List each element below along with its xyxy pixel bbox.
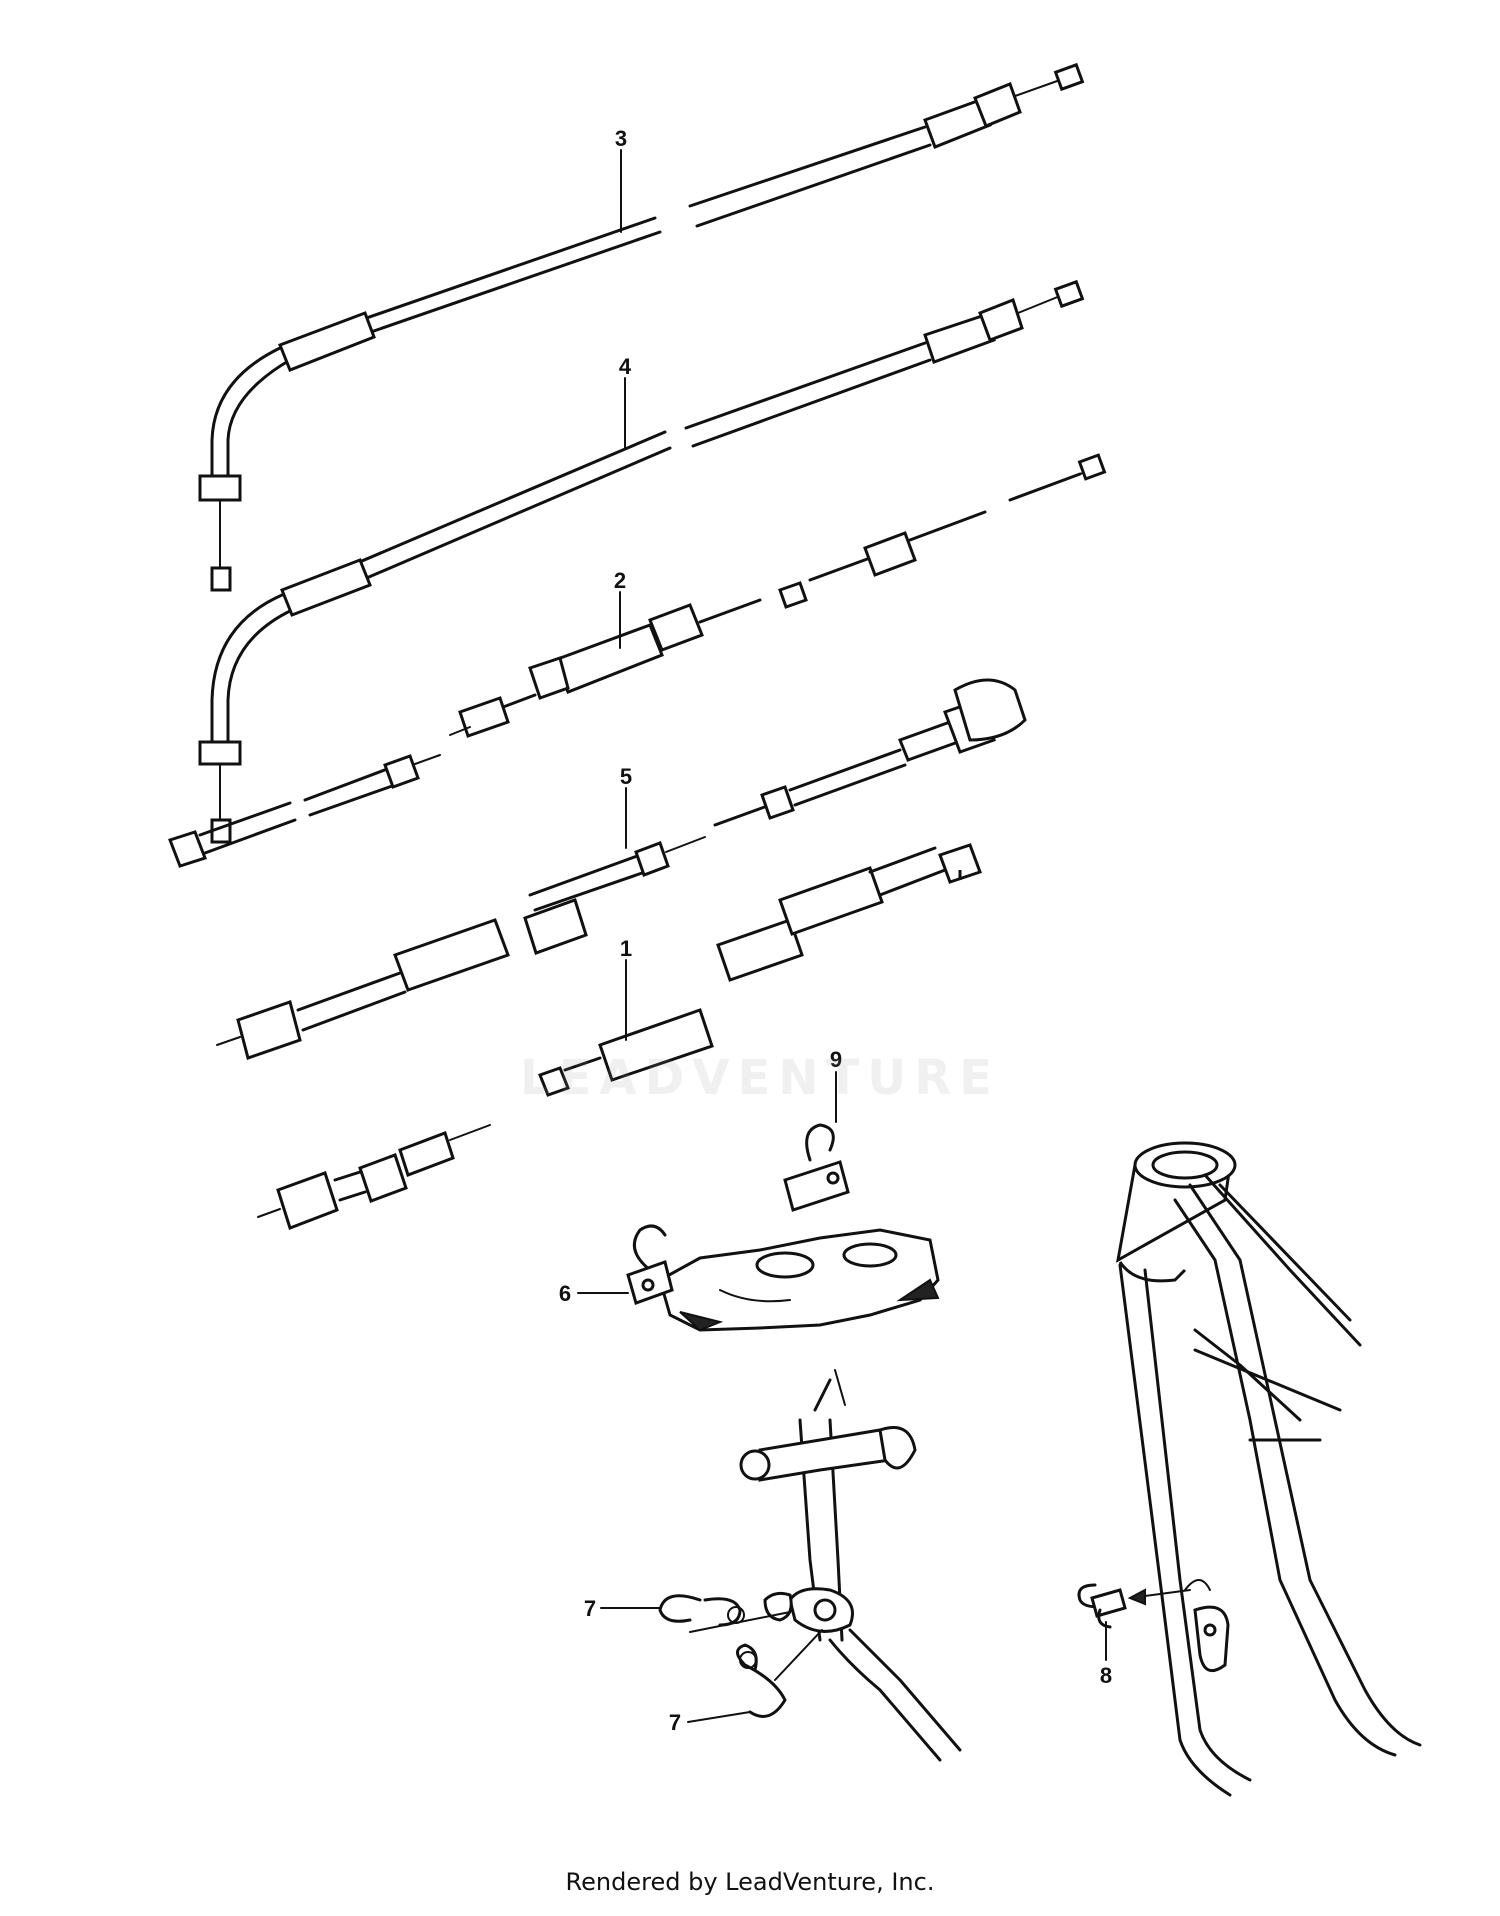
cable-3[interactable] xyxy=(198,62,1085,592)
frame-clip-8[interactable] xyxy=(1077,1583,1127,1629)
cable-4[interactable] xyxy=(198,279,1085,844)
footer-credit: Rendered by LeadVenture, Inc. xyxy=(565,1868,935,1896)
callout-3: 3 xyxy=(615,126,627,151)
handlebar-bracket[interactable] xyxy=(658,1228,940,1332)
callout-5: 5 xyxy=(620,764,632,789)
leader-line-7b-extra xyxy=(774,1629,823,1681)
callout-9: 9 xyxy=(830,1047,842,1072)
leader-line-7b xyxy=(687,1711,751,1723)
cable-5[interactable] xyxy=(168,678,1027,912)
callout-2: 2 xyxy=(614,568,626,593)
cable-clip-7-upper[interactable] xyxy=(658,1594,745,1627)
cable-guide-9[interactable] xyxy=(783,1123,850,1212)
callout-6: 6 xyxy=(559,1281,571,1306)
callout-4: 4 xyxy=(619,354,632,379)
callout-8: 8 xyxy=(1100,1663,1112,1688)
callout-7-lower: 7 xyxy=(669,1710,681,1735)
speedo-cable-upper[interactable] xyxy=(216,843,982,1060)
frame-section[interactable] xyxy=(1115,1141,1422,1797)
cable-guide-6[interactable] xyxy=(626,1224,674,1305)
callout-7-upper: 7 xyxy=(584,1596,596,1621)
fork-assembly[interactable] xyxy=(739,1369,962,1762)
installation-arrow xyxy=(1127,1588,1191,1606)
cable-clip-7-lower[interactable] xyxy=(736,1643,787,1718)
watermark: LEADVENTURE xyxy=(520,1050,1000,1106)
cable-2[interactable] xyxy=(449,453,1107,738)
speedo-cable-lower[interactable] xyxy=(257,1008,714,1230)
callout-1: 1 xyxy=(620,936,632,961)
leader-line-7a-extra xyxy=(689,1611,791,1633)
